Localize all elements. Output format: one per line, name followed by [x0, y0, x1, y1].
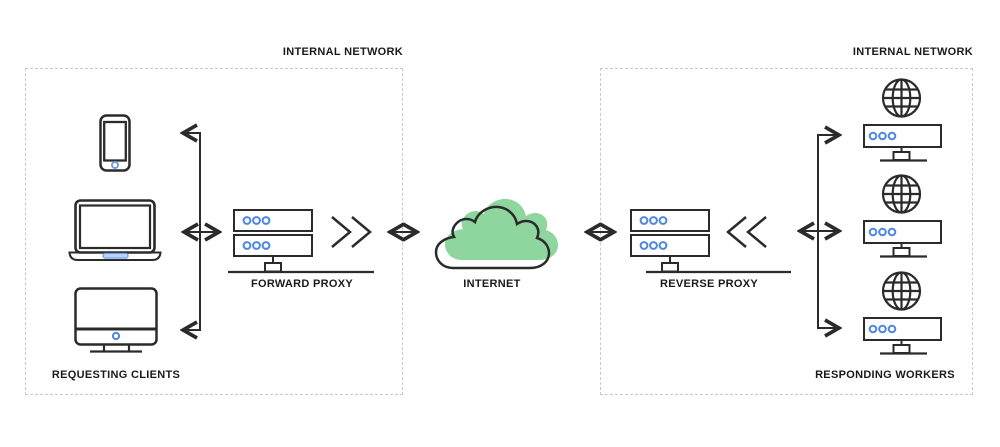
forward-proxy-label: FORWARD PROXY — [250, 278, 354, 290]
internal-network-title-right: INTERNAL NETWORK — [852, 46, 973, 58]
reverse-proxy-server-stack-icon — [630, 209, 710, 273]
smartphone-icon — [99, 114, 131, 172]
internet-label: INTERNET — [463, 278, 521, 290]
internet-cloud-icon — [434, 198, 558, 270]
forward-proxy-server-stack-icon — [233, 209, 313, 273]
worker-3-globe-server-icon — [863, 271, 942, 355]
responding-workers-label: RESPONDING WORKERS — [815, 369, 955, 381]
internal-network-title-left: INTERNAL NETWORK — [282, 46, 403, 58]
worker-1-globe-server-icon — [863, 78, 942, 162]
requesting-clients-label: REQUESTING CLIENTS — [51, 369, 181, 381]
worker-2-globe-server-icon — [863, 174, 942, 258]
desktop-icon — [74, 287, 158, 353]
laptop-icon — [68, 199, 162, 261]
reverse-proxy-label: REVERSE PROXY — [659, 278, 759, 290]
